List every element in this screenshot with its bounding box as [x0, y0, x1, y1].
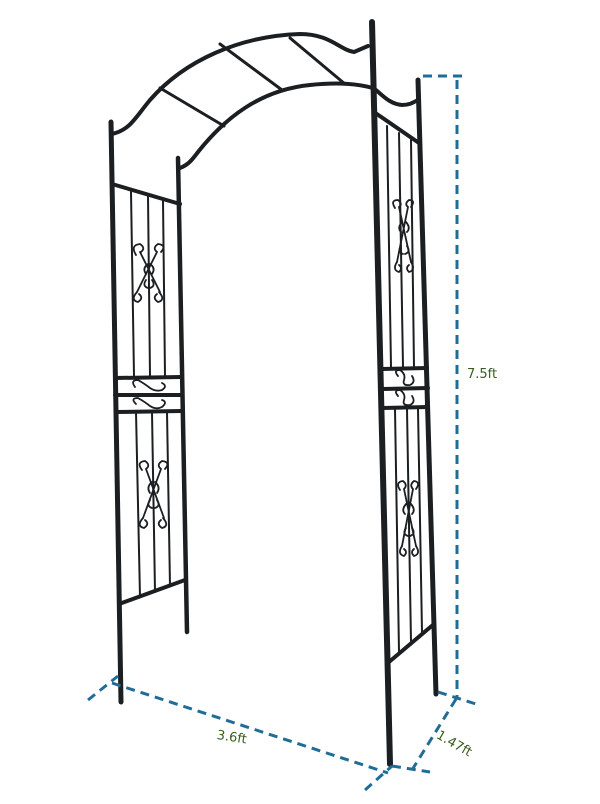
right-front-post: [369, 19, 393, 767]
height-label: 7.5ft: [467, 367, 498, 382]
scroll-ornament: [395, 369, 415, 407]
scroll-ornament: [132, 243, 165, 303]
dimension-lines: [87, 74, 477, 792]
scroll-ornament: [392, 199, 414, 273]
scroll-ornament: [138, 460, 169, 529]
arch-crossbar: [218, 42, 284, 92]
arch-crossbar: [158, 86, 226, 128]
scroll-ornament: [132, 379, 166, 410]
width-dimension-line: [111, 681, 389, 775]
scroll-ornament: [397, 480, 419, 557]
arch-crossbar: [288, 36, 347, 86]
arch-back-rail: [371, 86, 420, 107]
arch-outer-rail: [110, 32, 370, 136]
arch-inner-rail: [178, 81, 375, 170]
